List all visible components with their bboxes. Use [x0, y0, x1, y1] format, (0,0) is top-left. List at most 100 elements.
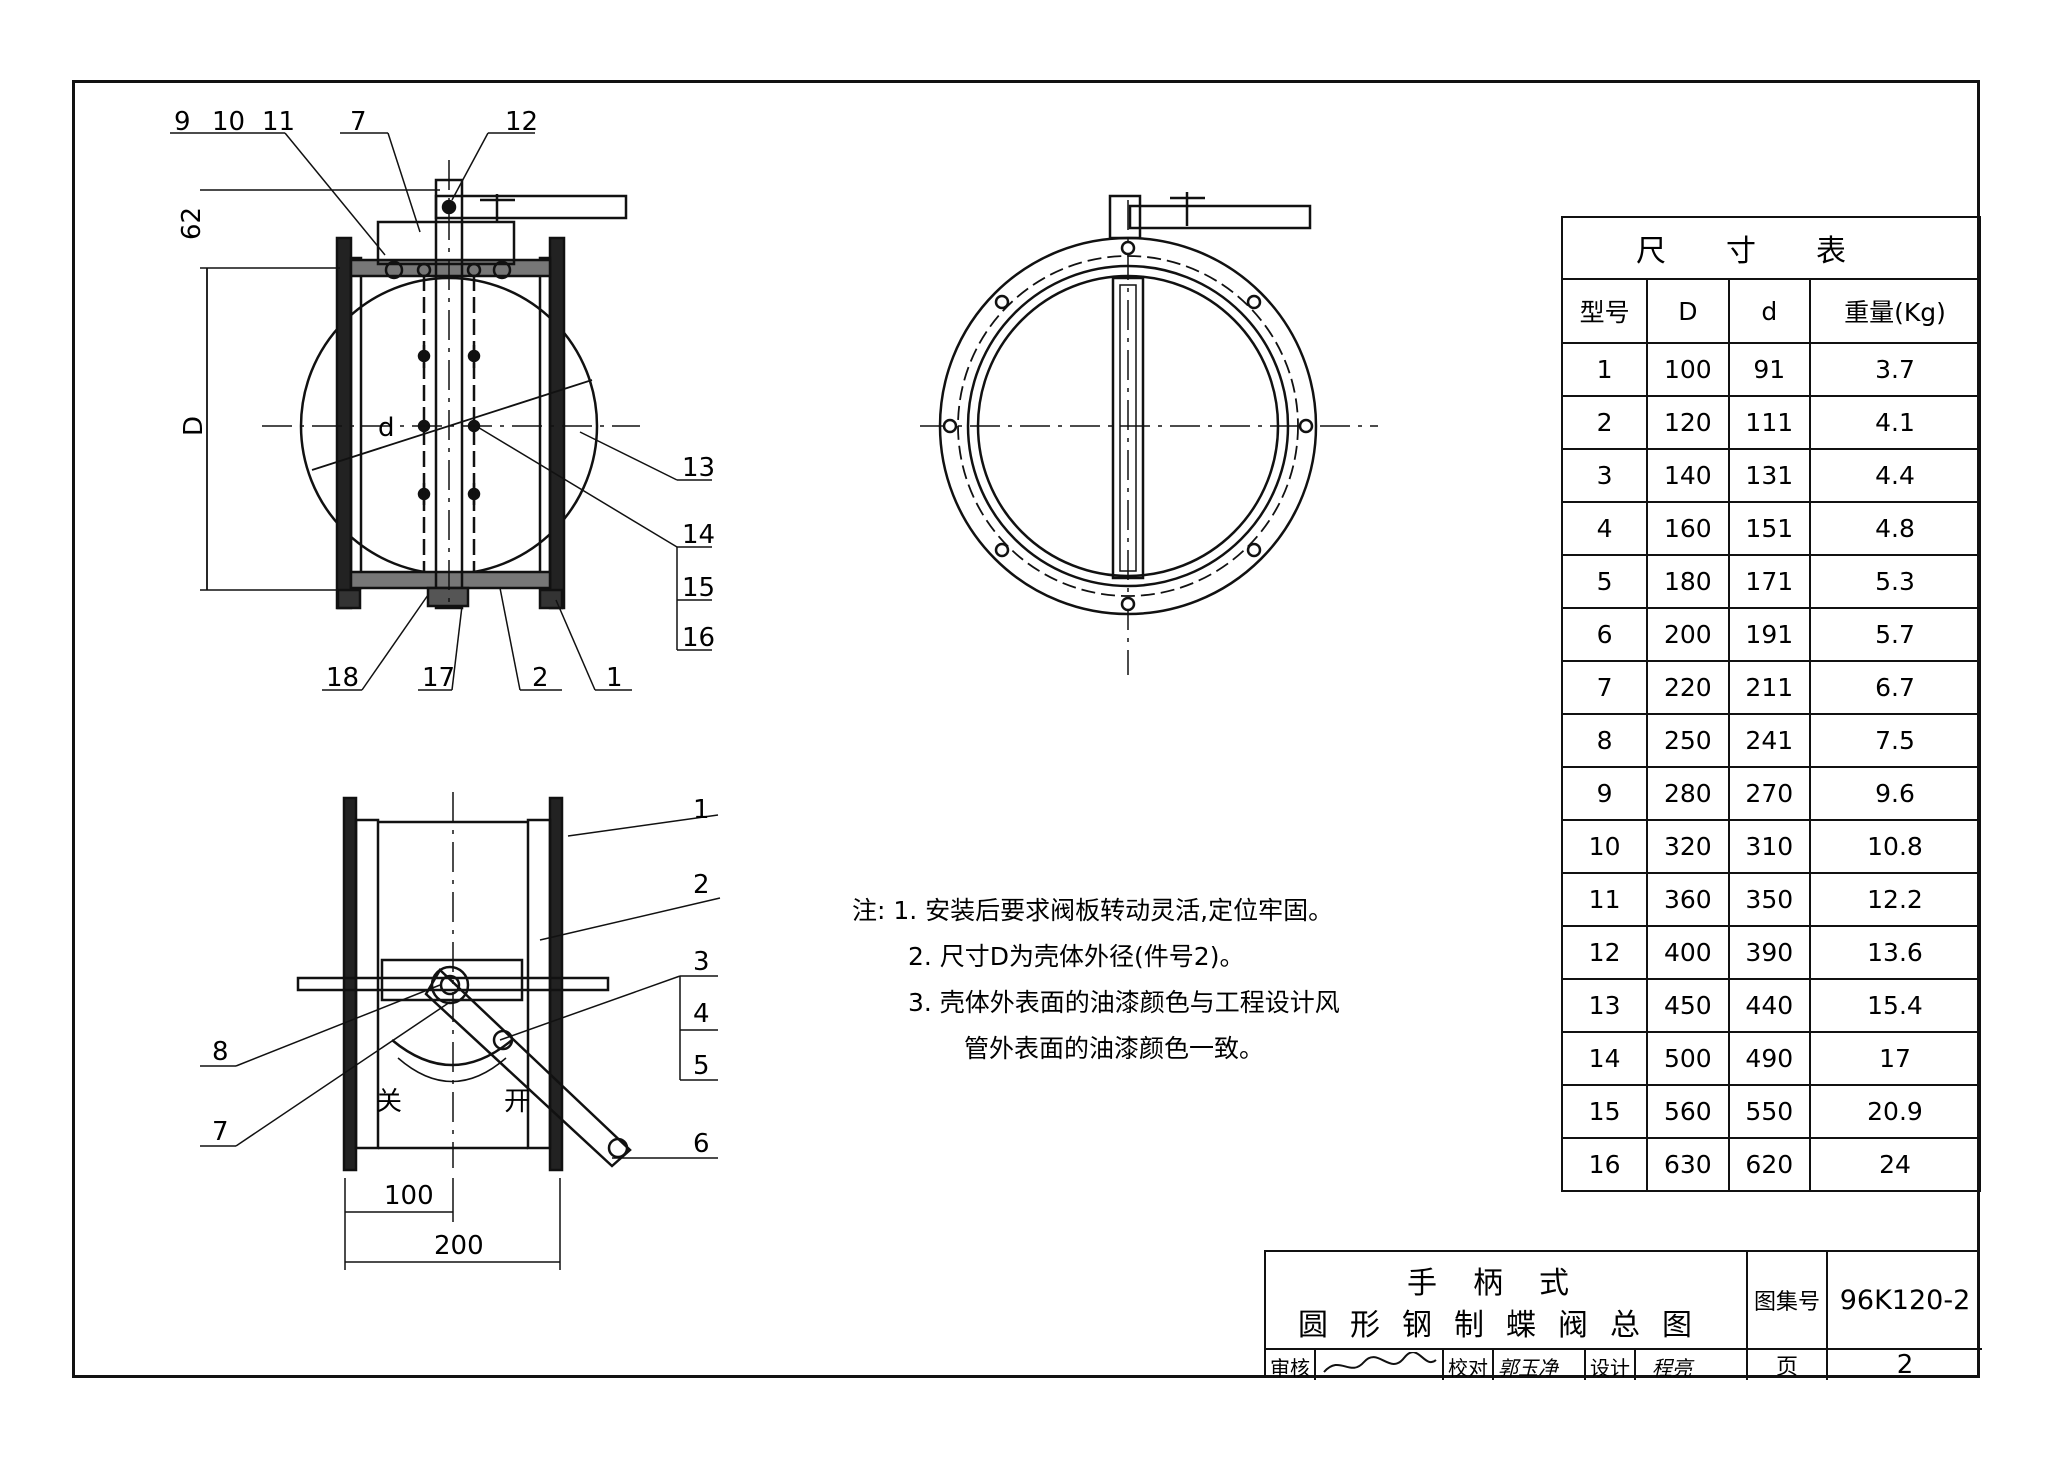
- size-table-cell: 16: [1560, 1137, 1649, 1192]
- title-line-2: 圆形钢制蝶阀总图: [1298, 1308, 1714, 1343]
- callout-16: 16: [682, 623, 715, 653]
- callout-bottom-2: 2: [693, 870, 710, 900]
- callout-9: 9: [174, 107, 191, 137]
- size-table-cell: 24: [1809, 1137, 1981, 1192]
- size-table-cell: 17: [1809, 1031, 1981, 1086]
- size-table-cell: 310: [1727, 819, 1812, 874]
- dim-D: D: [179, 416, 209, 436]
- bottom-left-shell: [354, 818, 380, 1150]
- size-table-cell: 14: [1560, 1031, 1649, 1086]
- reviewer-signature: [1323, 1352, 1437, 1373]
- valve-handle: [434, 194, 628, 220]
- bottom-view: [200, 792, 721, 1270]
- size-table-cell: 171: [1727, 554, 1812, 609]
- bottom-left-flange: [342, 796, 358, 1172]
- size-table-header-cell: 型号: [1560, 278, 1649, 344]
- size-table-cell: 7.5: [1809, 713, 1981, 768]
- right-flange: [548, 236, 566, 610]
- size-table-cell: 320: [1646, 819, 1730, 874]
- size-table-cell: 13: [1560, 978, 1649, 1033]
- size-table-cell: 12: [1560, 925, 1649, 980]
- size-table-cell: 180: [1646, 554, 1730, 609]
- valve-shaft: [434, 178, 464, 610]
- size-table-cell: 5.3: [1809, 554, 1981, 609]
- note-line-4: 管外表面的油漆颜色一致。: [964, 1034, 1265, 1063]
- size-table-cell: 7: [1560, 660, 1649, 715]
- size-table-cell: 280: [1646, 766, 1730, 821]
- design-label: 设计: [1590, 1356, 1630, 1380]
- size-table-cell: 211: [1727, 660, 1812, 715]
- size-table-cell: 2: [1560, 395, 1649, 450]
- size-table-cell: 15.4: [1809, 978, 1981, 1033]
- size-table-cell: 191: [1727, 607, 1812, 662]
- size-table-cell: 250: [1646, 713, 1730, 768]
- side-view-handle: [1128, 204, 1312, 230]
- size-table-cell: 3.7: [1809, 342, 1981, 397]
- note-line-2: 2. 尺寸D为壳体外径(件号2)。: [908, 942, 1245, 971]
- size-table-cell: 140: [1646, 448, 1730, 503]
- callout-14: 14: [682, 520, 715, 550]
- size-table-cell: 241: [1727, 713, 1812, 768]
- notes-block: 注: 1. 安装后要求阀板转动灵活,定位牢固。 2. 尺寸D为壳体外径(件号2)…: [852, 888, 1452, 1072]
- size-table-header-cell: 重量(Kg): [1809, 278, 1981, 344]
- size-table-cell: 4.4: [1809, 448, 1981, 503]
- size-table-cell: 4: [1560, 501, 1649, 556]
- size-table-cell: 1: [1560, 342, 1649, 397]
- size-table-cell: 500: [1646, 1031, 1730, 1086]
- title-line-1: 手柄式: [1407, 1266, 1605, 1301]
- size-table-cell: 91: [1727, 342, 1812, 397]
- size-table-cell: 620: [1727, 1137, 1812, 1192]
- size-table-cell: 8: [1560, 713, 1649, 768]
- callout-18: 18: [326, 663, 359, 693]
- note-line-1: 注: 1. 安装后要求阀板转动灵活,定位牢固。: [852, 896, 1334, 925]
- size-table-cell: 360: [1646, 872, 1730, 927]
- size-table-cell: 390: [1727, 925, 1812, 980]
- check-label: 校对: [1448, 1356, 1488, 1380]
- size-table-cell: 4.8: [1809, 501, 1981, 556]
- size-table-cell: 3: [1560, 448, 1649, 503]
- left-flange: [335, 236, 353, 610]
- bottom-shaft-rod: [296, 976, 610, 992]
- atlas-number-value: 96K120-2: [1828, 1252, 1982, 1350]
- callout-17: 17: [422, 663, 455, 693]
- size-table-cell: 160: [1646, 501, 1730, 556]
- callout-bottom-4: 4: [693, 999, 710, 1029]
- side-view-shaft-head: [1108, 194, 1142, 240]
- page-number: 2: [1896, 1350, 1914, 1380]
- callout-bottom-6: 6: [693, 1129, 710, 1159]
- callout-bottom-7: 7: [212, 1117, 229, 1147]
- size-table-cell: 200: [1646, 607, 1730, 662]
- bottom-shell-band: [349, 570, 552, 590]
- size-table-cell: 9.6: [1809, 766, 1981, 821]
- callout-bottom-8: 8: [212, 1037, 229, 1067]
- size-table-cell: 550: [1727, 1084, 1812, 1139]
- size-table-caption: 尺寸表: [1561, 216, 1981, 280]
- callout-bottom-1: 1: [693, 795, 710, 825]
- size-table-cell: 630: [1646, 1137, 1730, 1192]
- dim-100: 100: [384, 1181, 434, 1211]
- size-table-cell: 9: [1560, 766, 1649, 821]
- size-table-cell: 560: [1646, 1084, 1730, 1139]
- size-table-cell: 4.1: [1809, 395, 1981, 450]
- size-table-cell: 11: [1560, 872, 1649, 927]
- signature-row: 审核 校对 郭玉净 设计 程亮: [1266, 1350, 1748, 1380]
- bottom-right-shell: [526, 818, 552, 1150]
- dim-200: 200: [434, 1231, 484, 1261]
- atlas-number-label: 图集号: [1748, 1252, 1828, 1350]
